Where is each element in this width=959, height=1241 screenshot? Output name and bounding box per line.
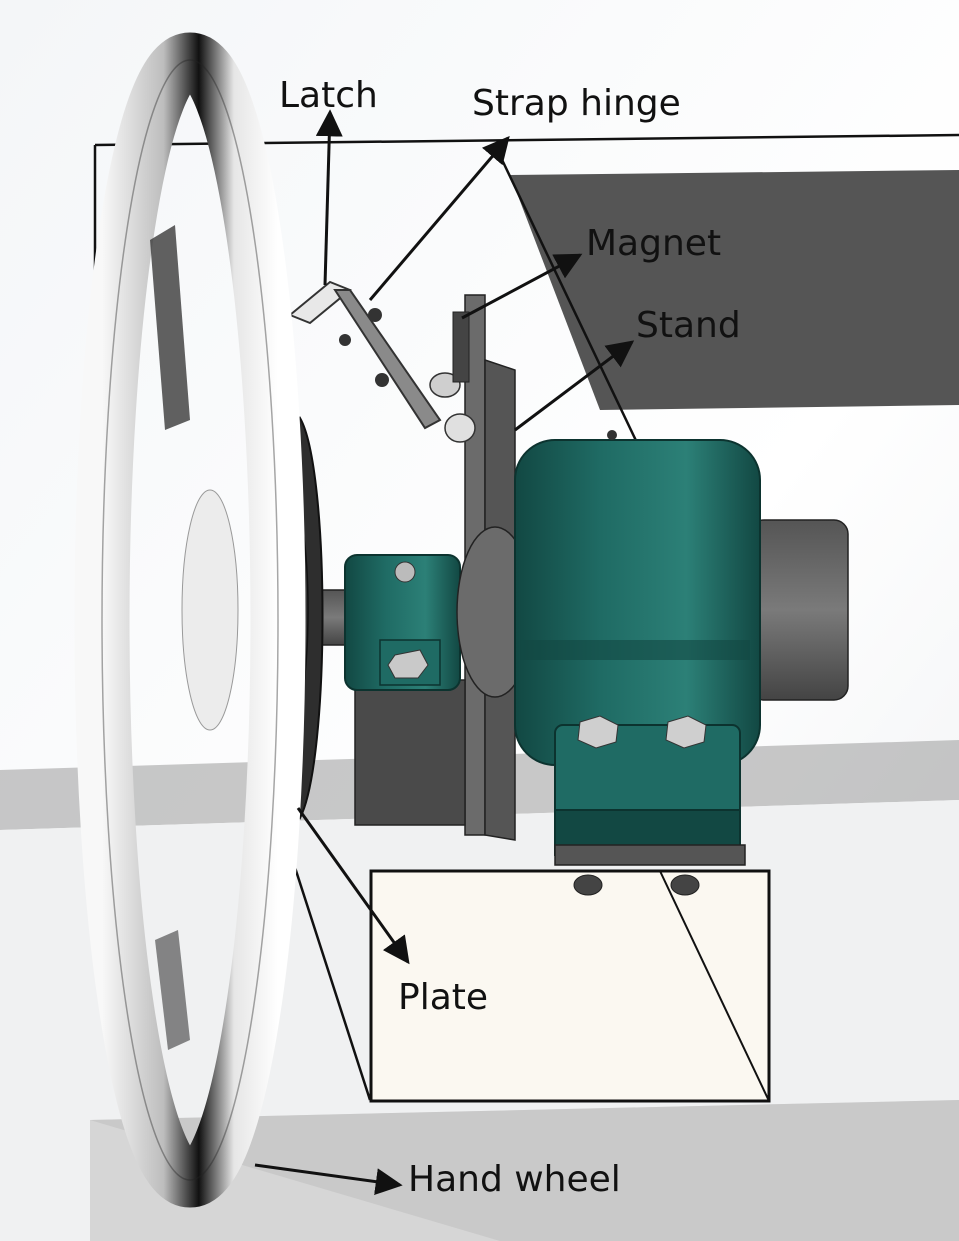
latch-assembly	[288, 280, 476, 443]
magnet	[452, 311, 470, 383]
strap-hinge	[333, 289, 442, 430]
floor-panel-shade	[90, 1100, 959, 1241]
support-block	[354, 679, 466, 826]
hand-wheel-arrow	[254, 1163, 403, 1196]
strap-hinge-arrow	[368, 135, 510, 301]
small-bearing	[344, 554, 461, 691]
leader-lines	[254, 109, 635, 1196]
label-strap-hinge: Strap hinge	[472, 83, 681, 124]
base-box	[369, 869, 771, 1103]
large-bearing	[514, 430, 849, 896]
label-stand: Stand	[636, 305, 741, 346]
plate-arrow	[296, 807, 410, 965]
label-hand-wheel: Hand wheel	[408, 1159, 621, 1200]
stand-arrow	[514, 340, 635, 432]
label-latch: Latch	[279, 75, 378, 116]
hand-wheel	[74, 32, 306, 1208]
label-magnet: Magnet	[586, 223, 722, 264]
magnet-arrow	[461, 253, 583, 320]
label-plate: Plate	[398, 977, 489, 1018]
latch-arrow	[315, 109, 343, 286]
base-box-edge	[659, 870, 770, 1102]
